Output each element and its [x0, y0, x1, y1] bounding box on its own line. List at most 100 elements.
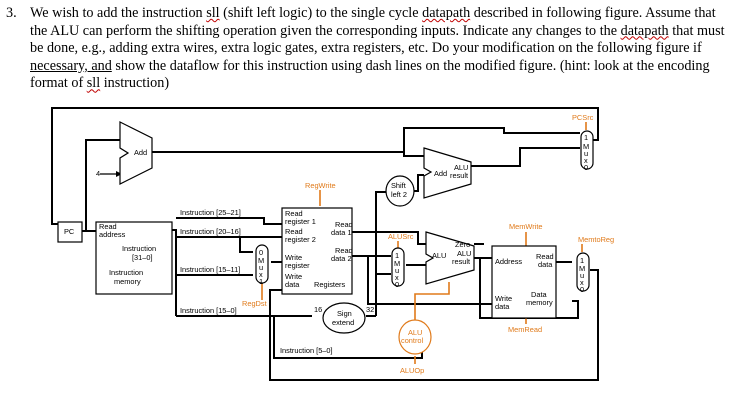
- imem-name-label: memory: [114, 277, 141, 286]
- question-text-part: (shift left logic) to the single cycle: [219, 5, 423, 21]
- pc-label: PC: [64, 227, 75, 236]
- question-text-part: that must be done, e.g., adding extra wi…: [30, 22, 725, 57]
- mux-label: u: [395, 266, 399, 275]
- pc-adder-label: Add: [134, 148, 147, 157]
- mux-input-label: 0: [395, 280, 399, 289]
- mux-input-label: 1: [584, 133, 588, 142]
- reg-port-label: Read: [335, 246, 353, 255]
- imem-port-label: Instruction: [122, 244, 156, 253]
- dmem-port-label: data: [495, 302, 510, 311]
- necessary-term: necessary, and: [30, 57, 112, 74]
- regdst-label: RegDst: [242, 299, 267, 308]
- register-file: [281, 207, 353, 295]
- mux-label: M: [583, 142, 589, 151]
- memtoreg-label: MemtoReg: [578, 235, 614, 244]
- imem-name-label: Instruction: [109, 268, 143, 277]
- reg-port-label: data 1: [331, 228, 352, 237]
- read-data1-wire: [352, 231, 426, 245]
- dmem-name-label: Data: [531, 290, 548, 299]
- instruction-memory: [95, 221, 173, 295]
- dmem-port-label: Read: [536, 252, 554, 261]
- question-text-part: show the dataflow for this instruction u…: [30, 57, 710, 92]
- question-text-part: We wish to add the instruction: [30, 5, 207, 21]
- memread-label: MemRead: [508, 325, 542, 334]
- shift-out-wire: [413, 174, 424, 192]
- add-out-wire: [152, 151, 424, 157]
- sll-term: sll: [206, 5, 220, 21]
- branch-adder-label: result: [450, 171, 468, 180]
- mux-input-label: 0: [259, 248, 263, 257]
- reg-port-label: data 2: [331, 254, 352, 263]
- shift-label: Shift: [391, 181, 406, 190]
- add-to-pcmux-wire: [403, 127, 580, 152]
- imem-port-label: [31–0]: [132, 253, 153, 262]
- datapath-term: datapath: [620, 22, 669, 39]
- pc-to-add-wire: [85, 139, 120, 231]
- reg-port-label: Write: [285, 272, 302, 281]
- mux-label: u: [580, 271, 584, 280]
- dmem-port-label: Address: [495, 257, 522, 266]
- imem-port-label: Read: [99, 222, 117, 231]
- pc-register: [57, 221, 83, 243]
- instr-field-label: Instruction [20–16]: [180, 227, 241, 236]
- sign-to-shift-wire: [375, 191, 386, 274]
- width-label: 32: [366, 305, 374, 314]
- instruction-bus: [172, 229, 177, 316]
- reg-port-label: Read: [285, 209, 303, 218]
- pc-feedback-wire: [51, 107, 599, 225]
- sign-extend-unit: [322, 302, 366, 334]
- mux-label: x: [584, 156, 588, 165]
- mux-input-label: 1: [580, 256, 584, 265]
- shift-left-2: [385, 175, 415, 207]
- alu-control-label: ALU: [408, 328, 422, 337]
- imem-port-label: address: [99, 230, 126, 239]
- sign-extend-label: Sign: [337, 309, 352, 318]
- width-label: 16: [314, 305, 322, 314]
- reg-port-label: Write: [285, 253, 302, 262]
- alu-result-bypass-wire: [479, 258, 579, 319]
- instr-field-label: Instruction [15–11]: [180, 265, 240, 274]
- instr-field-label: Instruction [25–21]: [180, 208, 241, 217]
- mux-input-label: 1: [395, 251, 399, 260]
- instr-5-0-wire: [273, 316, 423, 359]
- writeback-wire: [269, 269, 599, 381]
- reg-port-label: register 2: [285, 235, 316, 244]
- branch-adder-label: Add: [434, 169, 447, 178]
- mux-input-label: 0: [580, 285, 584, 294]
- registers-label: Registers: [314, 280, 346, 289]
- mux-input-label: 0: [584, 163, 588, 172]
- mux-label: M: [579, 264, 585, 273]
- read-data2-to-dmem-wire: [367, 256, 492, 305]
- alu-label: result: [452, 257, 470, 266]
- main-alu: [425, 231, 475, 285]
- mux-label: x: [580, 278, 584, 287]
- mux-label: M: [258, 256, 264, 265]
- mux-label: M: [394, 259, 400, 268]
- question-number: 3.: [6, 5, 17, 21]
- branch-adder-out-wire: [471, 147, 580, 167]
- mux-label: x: [259, 270, 263, 279]
- instr-field-label: Instruction [15–0]: [180, 306, 237, 315]
- datapath-term: datapath: [422, 5, 471, 21]
- sign-extend-label: extend: [332, 318, 354, 327]
- pcsrc-label: PCSrc: [572, 113, 594, 122]
- reg-port-label: Read: [335, 220, 353, 229]
- mux-label: x: [395, 273, 399, 282]
- alu-control-out-wire: [414, 282, 450, 322]
- sign-to-alumux-wire: [375, 273, 391, 316]
- alu-label: Zero: [455, 240, 470, 249]
- regwrite-label: RegWrite: [305, 181, 336, 190]
- instr-20-16-to-mux: [239, 237, 253, 253]
- alu-control-unit: [398, 319, 432, 355]
- pc-adder: [119, 121, 153, 185]
- mux-input-label: 1: [259, 277, 263, 286]
- mux-label: u: [584, 149, 588, 158]
- constant-four-label: 4: [96, 169, 100, 178]
- shift-label: left 2: [391, 190, 407, 199]
- dmem-port-label: data: [538, 260, 553, 269]
- reg-port-label: register 1: [285, 217, 316, 226]
- alu-label: ALU: [432, 251, 446, 260]
- instr-field-label: Instruction [5–0]: [280, 346, 333, 355]
- alu-control-label: control: [401, 336, 424, 345]
